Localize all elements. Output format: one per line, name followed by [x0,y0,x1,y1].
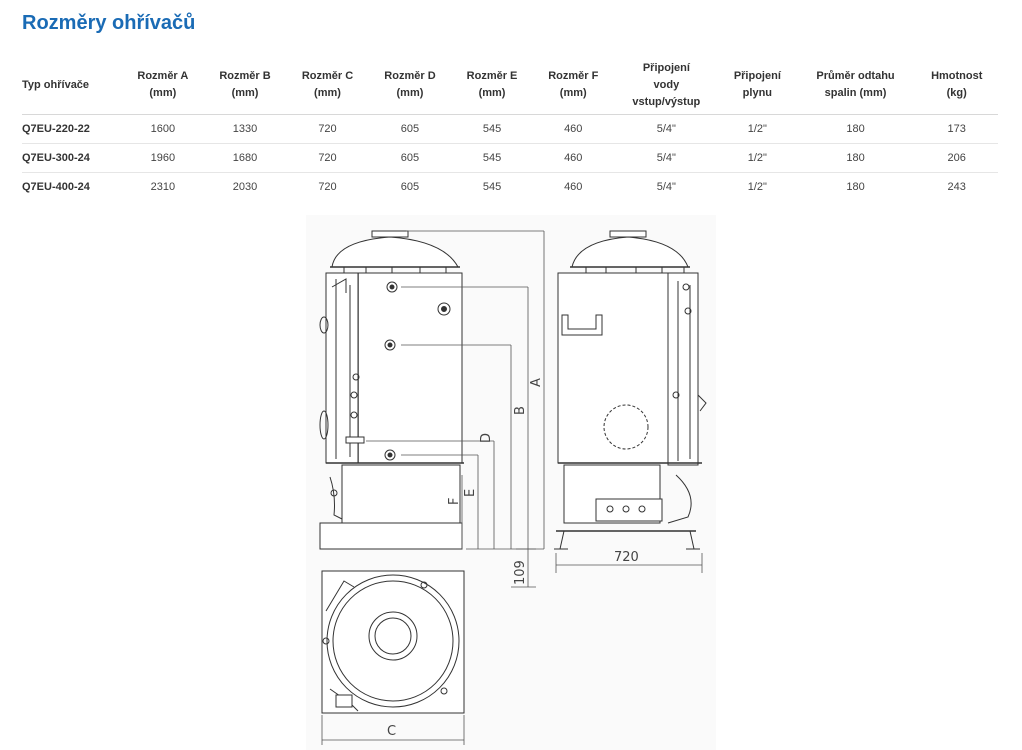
drawing-svg: A B D E F 109 [319,230,707,745]
col-header-flue-diameter: Průměr odtahu spalin (mm) [795,56,916,115]
col-header-dim-c: Rozměr C (mm) [286,56,369,115]
col-header-type: Typ ohřívače [22,56,122,115]
cell-dim-c: 720 [318,181,337,193]
cell-water-connection: 5/4" [613,114,720,144]
cell-gas-connection: 1/2" [747,181,767,193]
page-title: Rozměry ohřívačů [22,12,196,34]
cell-dim-f: 460 [532,114,614,144]
side-dimension-line [555,553,703,573]
front-dimension-lines [366,230,545,588]
dimensions-table: Typ ohřívače Rozměr A (mm) Rozměr B (mm)… [22,56,998,201]
cell-dim-d: 605 [368,143,452,173]
table-header-row: Typ ohřívače Rozměr A (mm) Rozměr B (mm)… [22,56,998,115]
heater-technical-drawing: A B D E F 109 [306,215,716,750]
cell-dim-b: 2030 [232,181,258,193]
front-view [319,230,464,550]
table-row: Q7EU-220-22 1600 1330 720 605 545 460 5/… [22,114,998,144]
cell-weight: 173 [915,114,998,144]
cell-flue-diameter: 180 [846,181,865,193]
cell-dim-a: 2310 [150,181,176,193]
top-view [321,570,465,714]
cell-dim-e: 545 [451,143,533,173]
cell-type: Q7EU-300-24 [22,143,122,173]
cell-weight: 243 [947,181,966,193]
cell-type: Q7EU-400-24 [22,181,90,193]
col-header-dim-d: Rozměr D (mm) [368,56,452,115]
col-header-dim-e: Rozměr E (mm) [451,56,533,115]
cell-flue-diameter: 180 [795,114,916,144]
cell-dim-d: 605 [400,181,420,193]
col-header-gas-connection: Připojení plynu [719,56,796,115]
dimension-label-c: C [387,724,396,739]
cell-dim-f: 460 [532,143,614,173]
cell-dim-a: 1960 [121,143,204,173]
table-row: Q7EU-300-24 1960 1680 720 605 545 460 5/… [22,143,998,173]
col-header-dim-f: Rozměr F (mm) [532,56,614,115]
cell-dim-f: 460 [564,181,583,193]
cell-gas-connection: 1/2" [719,114,796,144]
side-view [554,230,707,550]
top-dimension-line [321,715,465,745]
cell-water-connection: 5/4" [613,143,720,173]
cell-flue-diameter: 180 [795,143,916,173]
cell-dim-b: 1680 [203,143,287,173]
cell-dim-b: 1330 [203,114,287,144]
dimension-label-base-height: 109 [513,560,528,585]
cell-weight: 206 [915,143,998,173]
col-header-dim-a: Rozměr A (mm) [121,56,204,115]
col-header-water-connection: Připojení vody vstup/výstup [613,56,720,115]
cell-dim-e: 545 [451,114,533,144]
cell-dim-e: 545 [482,181,502,193]
cell-water-connection: 5/4" [656,181,676,193]
cell-dim-c: 720 [286,143,369,173]
col-header-dim-b: Rozměr B (mm) [203,56,287,115]
cell-type: Q7EU-220-22 [22,114,122,144]
table-row: Q7EU-400-24 2310 2030 720 605 545 460 5/… [22,173,998,202]
dimension-label-b: B [513,406,528,415]
dimension-label-d: D [479,433,494,443]
dimension-label-f: F [447,498,462,505]
dimension-label-width: 720 [614,550,639,565]
cell-dim-c: 720 [286,114,369,144]
cell-dim-d: 605 [368,114,452,144]
dimension-label-a: A [529,378,544,387]
col-header-weight: Hmotnost (kg) [915,56,998,115]
cell-dim-a: 1600 [121,114,204,144]
cell-gas-connection: 1/2" [719,143,796,173]
dimension-label-e: E [463,489,478,497]
